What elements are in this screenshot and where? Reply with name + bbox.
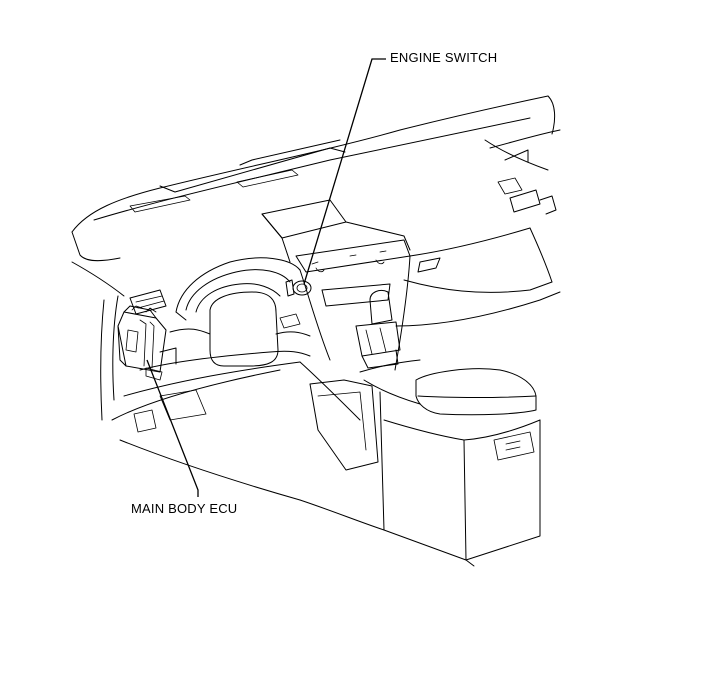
lower-left-panel (111, 347, 311, 501)
passenger-lower (395, 95, 561, 327)
left-vent (100, 289, 167, 421)
instrument-cluster (169, 257, 311, 367)
engine-switch-label: ENGINE SWITCH (390, 50, 498, 65)
center-display (261, 199, 411, 371)
lower-console-left (299, 361, 385, 531)
armrest (415, 368, 537, 416)
engine-switch-button (285, 279, 312, 297)
main-body-ecu-unit (117, 305, 167, 381)
steering-wheel-hub (209, 291, 279, 367)
main-body-ecu-leader-line (146, 359, 199, 497)
center-console (355, 289, 541, 567)
dashboard-top (71, 95, 561, 297)
engine-switch-leader-line (303, 58, 386, 285)
main-body-ecu-label: MAIN BODY ECU (131, 501, 238, 516)
